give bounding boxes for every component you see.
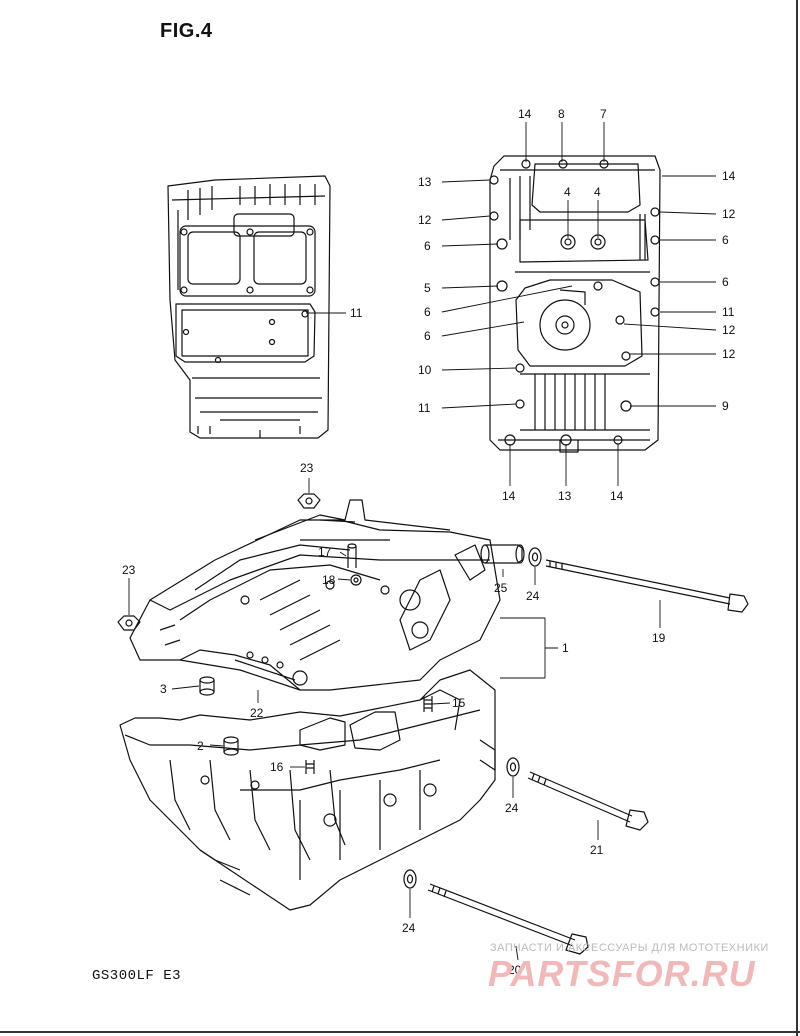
frame-edge-bottom [0, 1031, 800, 1033]
callout-13: 13 [558, 489, 572, 503]
callout-25: 25 [494, 581, 508, 595]
callout-12: 12 [722, 347, 736, 361]
figure-title: FIG.4 [160, 20, 213, 42]
lower-case-bottom-view [489, 155, 661, 453]
callout-12: 12 [722, 207, 736, 221]
callout-5: 5 [424, 281, 431, 295]
callout-14: 14 [502, 489, 516, 503]
callout-23: 23 [122, 563, 136, 577]
callout-12: 12 [722, 323, 736, 337]
callout-16: 16 [270, 760, 284, 774]
callout-17: 17 [318, 545, 332, 559]
callout-18: 18 [322, 573, 336, 587]
callout-11: 11 [722, 305, 735, 319]
callout-8: 8 [558, 107, 565, 121]
callout-21: 21 [590, 843, 604, 857]
sleeve-25 [480, 544, 525, 564]
callout-24: 24 [402, 921, 416, 935]
callout-6: 6 [424, 329, 431, 343]
upper-crankcase [129, 499, 501, 691]
nut-18 [350, 574, 362, 586]
callout-22: 22 [250, 706, 264, 720]
washer-24-middle [506, 757, 520, 777]
callout-24: 24 [526, 589, 540, 603]
bolt-20 [427, 883, 589, 955]
watermark-tagline: ЗАПЧАСТИ И АКСЕССУАРЫ ДЛЯ МОТОТЕХНИКИ [490, 942, 769, 954]
callout-2: 2 [197, 739, 204, 753]
bolt-21 [527, 771, 649, 831]
callout-13: 13 [418, 175, 432, 189]
callout-labels: 11 14 8 7 4 4 13 12 6 5 6 6 10 11 14 12 … [122, 107, 736, 977]
callout-4: 4 [564, 185, 571, 199]
callout-14: 14 [518, 107, 532, 121]
callout-24: 24 [505, 801, 519, 815]
bolt-19 [545, 559, 749, 613]
callout-11: 11 [418, 401, 431, 415]
callout-12: 12 [418, 213, 432, 227]
nut-23-left [117, 615, 141, 631]
callout-1: 1 [562, 641, 569, 655]
callout-7: 7 [600, 107, 607, 121]
leader-lines [128, 122, 717, 961]
callout-4: 4 [594, 185, 601, 199]
callout-23: 23 [300, 461, 314, 475]
stud-15 [423, 696, 433, 712]
callout-19: 19 [652, 631, 666, 645]
callout-9: 9 [722, 399, 729, 413]
stud-16 [305, 760, 315, 774]
callout-6: 6 [722, 233, 729, 247]
dowel-2 [223, 736, 239, 756]
callout-14: 14 [722, 169, 736, 183]
callout-6: 6 [424, 305, 431, 319]
model-code: GS300LF E3 [92, 968, 182, 984]
callout-10: 10 [418, 363, 432, 377]
upper-case-top-view [167, 175, 331, 439]
callout-15: 15 [452, 696, 466, 710]
callout-6: 6 [424, 239, 431, 253]
washer-24-bottom [403, 869, 417, 889]
dowel-3 [199, 676, 215, 696]
washer-24-top [528, 547, 542, 567]
watermark-logo: PARTSFOR.RU [488, 953, 756, 994]
frame-edge-right [796, 0, 798, 1036]
callout-20: 20 [508, 963, 522, 977]
lower-crankcase [119, 669, 496, 911]
callout-3: 3 [160, 682, 167, 696]
callout-11: 11 [350, 306, 363, 320]
callout-14: 14 [610, 489, 624, 503]
stud-17 [347, 543, 357, 568]
nut-23-top [297, 493, 321, 509]
callout-6: 6 [722, 275, 729, 289]
